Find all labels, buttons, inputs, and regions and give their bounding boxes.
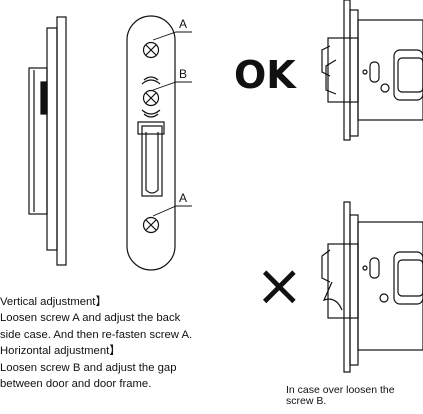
lock-ok-view <box>321 0 423 141</box>
instruction-line: Horizontal adjustment】 <box>0 345 121 358</box>
lock-over-loosened-view <box>321 201 423 373</box>
instruction-line: between door and door frame. <box>0 377 152 390</box>
screw-a-top <box>142 41 160 59</box>
instruction-line: Vertical adjustment】 <box>0 296 107 308</box>
latch <box>137 121 165 197</box>
note-line-1: In case over loosen the <box>286 385 395 396</box>
label-b: B <box>179 67 187 81</box>
screw-b <box>141 76 161 118</box>
instruction-line: side case. And then re-fasten screw A. <box>0 328 193 341</box>
ok-label: OK <box>234 53 297 97</box>
instruction-line: Loosen screw A and adjust the back <box>0 312 181 325</box>
faceplate-front-view <box>126 15 192 271</box>
side-view-lock <box>28 16 67 266</box>
cross-mark: × <box>255 251 304 319</box>
instruction-line: Loosen screw B and adjust the gap <box>0 361 177 374</box>
screw-a-bottom <box>142 216 160 234</box>
label-a-top: A <box>179 17 187 31</box>
adjustment-instructions: Vertical adjustment】 Loosen screw A and … <box>0 294 270 392</box>
over-loosen-note: In case over loosen the screw B. <box>286 385 423 407</box>
note-line-2: screw B. <box>286 395 327 407</box>
label-a-bottom: A <box>179 191 187 205</box>
